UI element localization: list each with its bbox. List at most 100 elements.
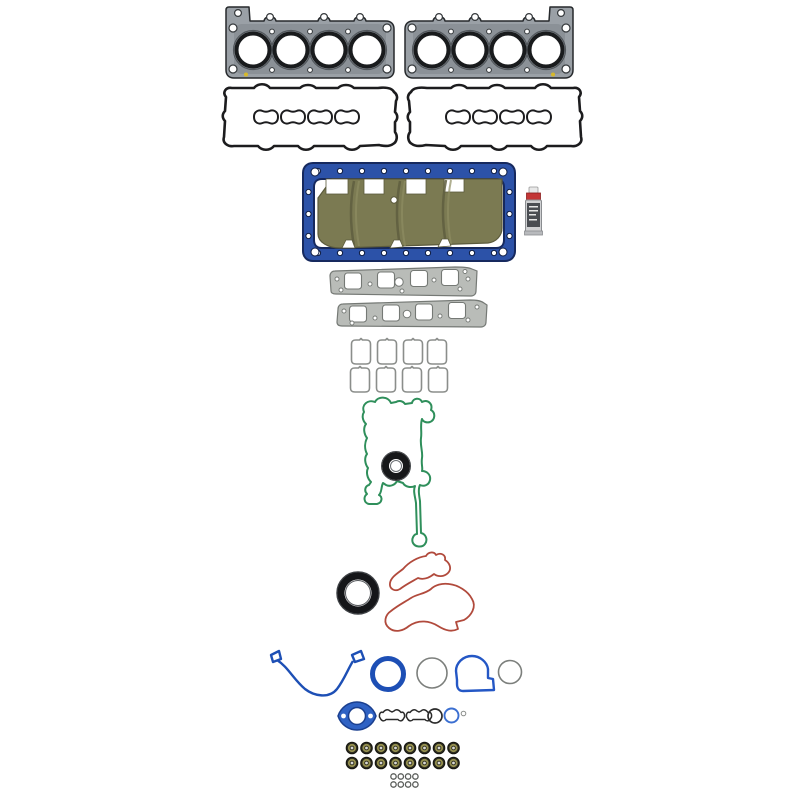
o-ring [404,781,412,788]
tube-label-text-line [529,210,538,212]
spark-plug-port [279,109,307,125]
crossover-gaskets [378,709,433,722]
seal-spring-ring [449,743,458,753]
o-ring [397,773,405,780]
frame-bolt-hole [402,167,410,175]
seal-center [379,761,383,765]
bolt-hole [368,713,373,719]
frame-corner-hole [310,247,320,257]
seal-spring-ring [420,743,429,753]
o-ring [397,781,405,788]
center-hole [402,309,412,319]
frame-corner-hole [498,247,508,257]
o-ring [404,773,412,780]
windage-tray [317,178,503,249]
seal-center [350,761,354,765]
seal-spring-ring [391,758,400,768]
frame-bolt-hole [506,232,513,240]
bolt-hole [462,269,468,274]
bolt-hole [437,313,443,319]
frame-bolt-hole [424,249,432,257]
exhaust-port [414,303,434,321]
exhaust-port [381,304,401,322]
frame-bolt-hole [358,167,366,175]
bolt-hole [399,288,405,294]
cylinder-bore [310,31,348,69]
timing-cover-gasket [361,396,436,548]
frame-bolt-hole [446,167,454,175]
corner-bolt-hole [382,23,392,33]
seal-spring-ring [347,758,357,768]
small-hole [307,28,313,35]
bolt-hole [266,13,275,22]
spark-plug-port [306,109,334,125]
seal-center [437,746,441,750]
large-thin-ring [416,657,448,689]
seal-center [365,746,368,750]
tray-bottom-notch [389,239,404,249]
frame-bolt-hole [380,167,388,175]
tray-window [325,178,349,195]
exhaust-port [348,305,368,323]
tray-bottom-notch [437,238,452,248]
sealant-tube [524,186,543,236]
gasket-outline [378,709,406,722]
o-ring [412,781,419,788]
bolt-hole [372,315,378,321]
front-crank-seal-outer [381,451,411,481]
valve-cover-gasket-left [221,82,399,152]
intake-port-gaskets [349,337,449,393]
tray-seam-highlight [401,180,406,247]
manifold-gasket-upper [329,266,478,297]
water-pump-gasket-upper [389,551,452,592]
gasket-outline [454,654,496,693]
bolt-hole [431,277,437,283]
center-hole [394,277,404,287]
port-gasket [427,365,449,393]
frame-bolt-hole [506,188,513,196]
small-hole [269,67,275,73]
frame-bolt-hole [446,249,454,257]
small-black-ring [427,708,443,724]
tray-hole [390,196,398,204]
water-pump-gasket-lower [384,582,475,632]
small-hole [269,28,275,35]
small-blue-ring [443,707,460,724]
seal-inner-edge [345,580,371,606]
tray-bottom-notch [341,239,356,249]
small-thin-ring [497,659,523,685]
frame-bolt-hole [402,249,410,257]
center-hole [347,706,367,726]
valve-cover-gasket-right [406,82,584,152]
seal-spring-ring [449,758,458,768]
front-crank-seal-inner [390,460,402,472]
cylinder-bore [348,31,386,69]
frame-bolt-hole [468,249,476,257]
corner-bolt-hole [382,64,392,74]
seal-center [423,746,426,750]
seal-spring-ring [376,743,386,753]
tube-red-band [526,192,541,201]
corner-bolt-hole [228,64,238,74]
valve-stem-seals [345,741,460,770]
tray-window [363,178,385,195]
bolt-hole [334,276,340,282]
bolt-hole [341,713,346,719]
blue-dome-gasket [454,654,496,693]
port-gasket [426,337,448,365]
seal-spring-ring [362,743,371,753]
seal-center [408,761,412,765]
seal-center [394,761,397,765]
gasket-outline [384,582,475,632]
tray-seam [349,180,356,247]
tube-label-text-line [529,214,536,216]
tube-label-text-line [529,219,537,221]
frame-bolt-hole [305,232,312,240]
seal-spring-ring [362,758,371,768]
port-gasket [376,337,398,365]
small-hole [345,28,351,35]
seal-center [423,761,426,765]
bolt-hole [465,317,471,323]
